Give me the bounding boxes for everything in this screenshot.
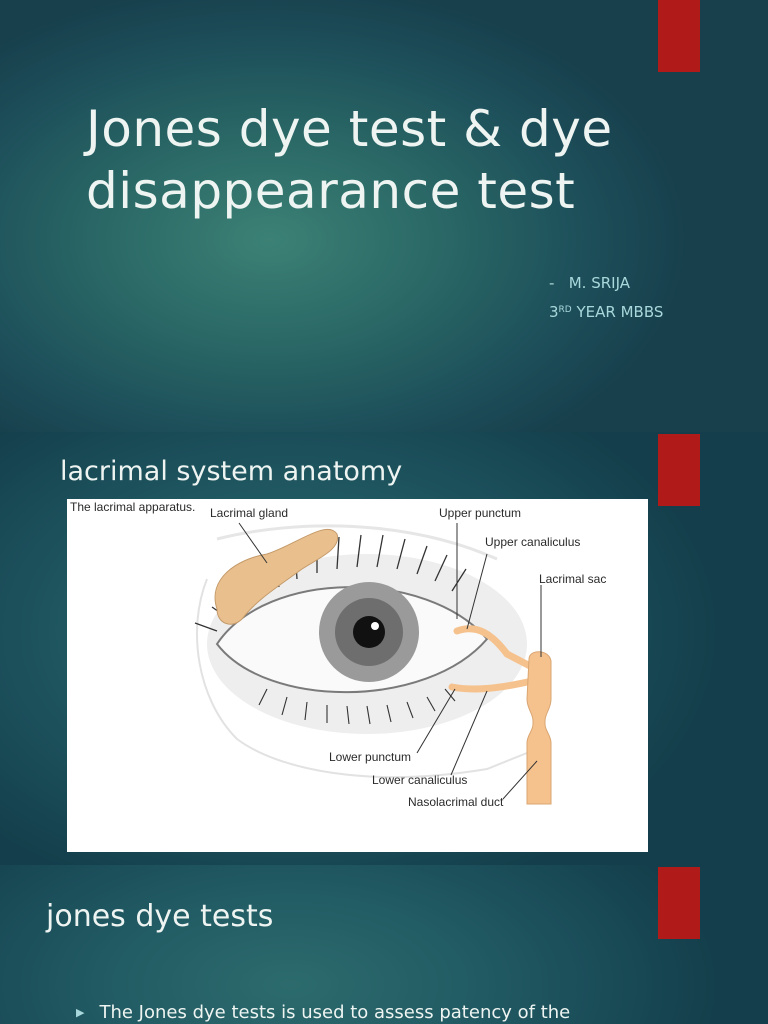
slide-heading: jones dye tests: [46, 899, 274, 934]
jones-test-slide: jones dye tests ▶ The Jones dye tests is …: [0, 865, 768, 1024]
leader-lines: [238, 522, 542, 800]
label-lacrimal-gland: Lacrimal gland: [210, 506, 288, 520]
title-line-2: disappearance test: [86, 162, 576, 220]
lower-eyelashes: [258, 688, 456, 725]
accent-bar: [658, 434, 700, 506]
lower-canaliculus-shape: [448, 677, 536, 693]
upper-canaliculus-shape: [453, 625, 536, 671]
lacrimal-apparatus-figure: The lacrimal apparatus. Lacrimal gland U…: [67, 499, 648, 852]
author-name: M. SRIJA: [568, 274, 631, 292]
author-dash: -: [549, 274, 555, 292]
accent-bar: [658, 867, 700, 939]
anatomy-slide: lacrimal system anatomy: [0, 432, 768, 865]
label-upper-punctum: Upper punctum: [439, 506, 521, 520]
label-upper-canaliculus: Upper canaliculus: [485, 535, 580, 549]
accent-bar: [658, 0, 700, 72]
label-lacrimal-sac: Lacrimal sac: [539, 572, 606, 586]
author-year-suffix: RD: [558, 305, 572, 315]
author-year-text: YEAR MBBS: [571, 303, 664, 321]
bullet-text: The Jones dye tests is used to assess pa…: [99, 1002, 571, 1023]
triangle-bullet-icon: ▶: [76, 1006, 85, 1019]
label-nasolacrimal-duct: Nasolacrimal duct: [408, 795, 504, 809]
title-slide: Jones dye test & dye disappearance test …: [0, 0, 768, 432]
author-year-line: 3RD YEAR MBBS: [549, 297, 663, 326]
face-contour: [196, 578, 538, 779]
author-block: - M. SRIJA 3RD YEAR MBBS: [549, 270, 663, 326]
label-lower-canaliculus: Lower canaliculus: [372, 773, 467, 787]
brow-contour: [216, 524, 498, 561]
lacrimal-sac-and-duct-shape: [526, 651, 552, 805]
lacrimal-gland-shape: [214, 528, 339, 625]
pupil-highlight: [371, 622, 379, 630]
bullet-item: ▶ The Jones dye tests is used to assess p…: [76, 1002, 570, 1023]
figure-caption: The lacrimal apparatus.: [70, 500, 195, 514]
title-line-1: Jones dye test & dye: [86, 100, 613, 158]
label-lower-punctum: Lower punctum: [329, 750, 411, 764]
slide-title: Jones dye test & dye disappearance test: [86, 98, 613, 222]
author-year-number: 3: [549, 303, 559, 321]
lacrimal-diagram: The lacrimal apparatus. Lacrimal gland U…: [70, 500, 606, 809]
pupil: [353, 616, 385, 648]
slide-heading: lacrimal system anatomy: [60, 456, 403, 487]
author-name-line: - M. SRIJA: [549, 270, 663, 297]
